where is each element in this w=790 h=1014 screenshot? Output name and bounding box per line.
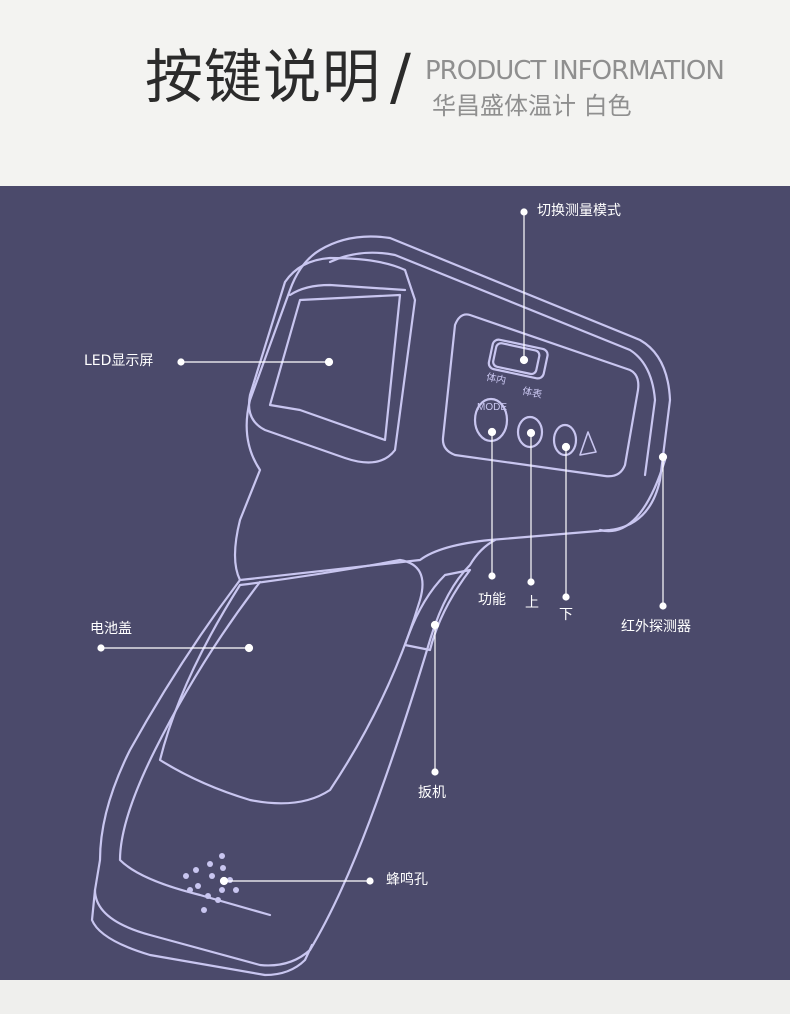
thermometer-illustration [90, 235, 672, 977]
mode-button [473, 397, 509, 443]
title-slash: / [390, 40, 411, 113]
display-frame [247, 256, 417, 464]
mode-switch [487, 338, 549, 380]
warning-icon [579, 431, 597, 456]
label-ir-sensor: 红外探测器 [621, 619, 691, 635]
label-trigger: 扳机 [418, 785, 446, 801]
label-function: 功能 [478, 592, 506, 608]
bottom-strip [0, 980, 790, 1014]
diagram-panel: MODE 体内 体表 切换测量模式 LED显示屏 功能 上 下 红外探测器 电池… [0, 186, 790, 980]
up-button [516, 415, 544, 449]
label-mode-switch: 切换测量模式 [537, 203, 621, 219]
page-title: 按键说明 [145, 43, 382, 111]
battery-cover [158, 558, 424, 805]
control-panel [441, 313, 640, 478]
label-buzzer-hole: 蜂鸣孔 [386, 872, 428, 888]
header: 按键说明 / PRODUCT INFORMATION 华昌盛体温计 白色 [0, 0, 790, 186]
label-down: 下 [559, 607, 573, 623]
label-led-display: LED显示屏 [84, 353, 154, 369]
bottom-cap [90, 888, 314, 977]
mode-button-text: MODE [477, 402, 507, 413]
label-battery-cover: 电池盖 [90, 621, 132, 637]
head-inner-outline [328, 251, 657, 477]
callout-lines [97, 208, 668, 886]
display-window [268, 293, 402, 442]
trigger [403, 568, 472, 652]
subtitle-english: PRODUCT INFORMATION [425, 56, 725, 86]
thermometer-head-outline [233, 235, 672, 582]
subtitle-chinese: 华昌盛体温计 白色 [432, 92, 632, 120]
label-up: 上 [525, 595, 539, 611]
down-button [552, 423, 578, 457]
buzzer-holes [183, 853, 239, 913]
